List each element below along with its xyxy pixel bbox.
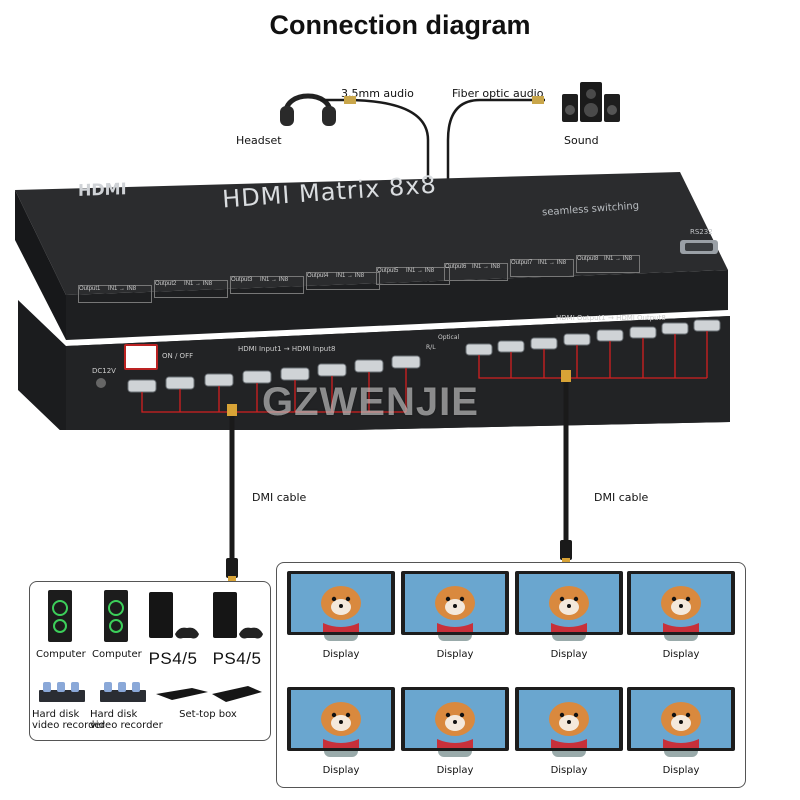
set-top-box-icon [152, 680, 264, 704]
display-screen [515, 571, 623, 635]
display: Display [287, 687, 395, 776]
source-label: Set-top box [150, 709, 266, 720]
display: Display [627, 687, 735, 776]
display-screen [627, 571, 735, 635]
dog-photo-icon [401, 571, 509, 635]
display: Display [401, 571, 509, 660]
source-label: Computer [36, 649, 84, 660]
game-console-icon [145, 588, 201, 644]
display: Display [401, 687, 509, 776]
source-label: Hard disk video recorder [90, 709, 156, 731]
display: Display [627, 571, 735, 660]
display-screen [627, 687, 735, 751]
display: Display [515, 687, 623, 776]
source-computer-2: Computer [92, 588, 140, 660]
computer-icon [102, 588, 130, 644]
source-ps-1: PS4/5 [144, 588, 202, 669]
source-label: Computer [92, 649, 140, 660]
display-label: Display [515, 649, 623, 660]
sources-panel: Computer Computer PS4/5 PS4/5 Hard disk … [29, 581, 271, 741]
watermark: GZWENJIE [262, 380, 479, 425]
display-screen [401, 571, 509, 635]
dog-photo-icon [515, 571, 623, 635]
source-label: PS4/5 [144, 649, 202, 669]
dog-photo-icon [287, 571, 395, 635]
dog-photo-icon [401, 687, 509, 751]
display-screen [287, 687, 395, 751]
source-settop: Set-top box [150, 680, 266, 720]
source-recorder-2: Hard disk video recorder [90, 680, 156, 731]
dog-photo-icon [515, 687, 623, 751]
display-label: Display [627, 649, 735, 660]
dog-photo-icon [627, 571, 735, 635]
source-label: Hard disk video recorder [32, 709, 92, 731]
computer-icon [46, 588, 74, 644]
display: Display [515, 571, 623, 660]
source-recorder-1: Hard disk video recorder [32, 680, 92, 731]
dog-photo-icon [287, 687, 395, 751]
video-recorder-icon [37, 680, 87, 704]
left-cable-label: DMI cable [252, 491, 306, 504]
source-computer-1: Computer [36, 588, 84, 660]
display-screen [287, 571, 395, 635]
display-label: Display [287, 765, 395, 776]
video-recorder-icon [98, 680, 148, 704]
display-screen [401, 687, 509, 751]
display: Display [287, 571, 395, 660]
display-label: Display [401, 765, 509, 776]
display-label: Display [515, 765, 623, 776]
display-label: Display [627, 765, 735, 776]
right-cable-label: DMI cable [594, 491, 648, 504]
dog-photo-icon [627, 687, 735, 751]
game-console-icon [209, 588, 265, 644]
display-label: Display [401, 649, 509, 660]
source-ps-2: PS4/5 [208, 588, 266, 669]
source-label: PS4/5 [208, 649, 266, 669]
display-label: Display [287, 649, 395, 660]
display-screen [515, 687, 623, 751]
displays-panel: Display Display Display Display Display [276, 562, 746, 788]
